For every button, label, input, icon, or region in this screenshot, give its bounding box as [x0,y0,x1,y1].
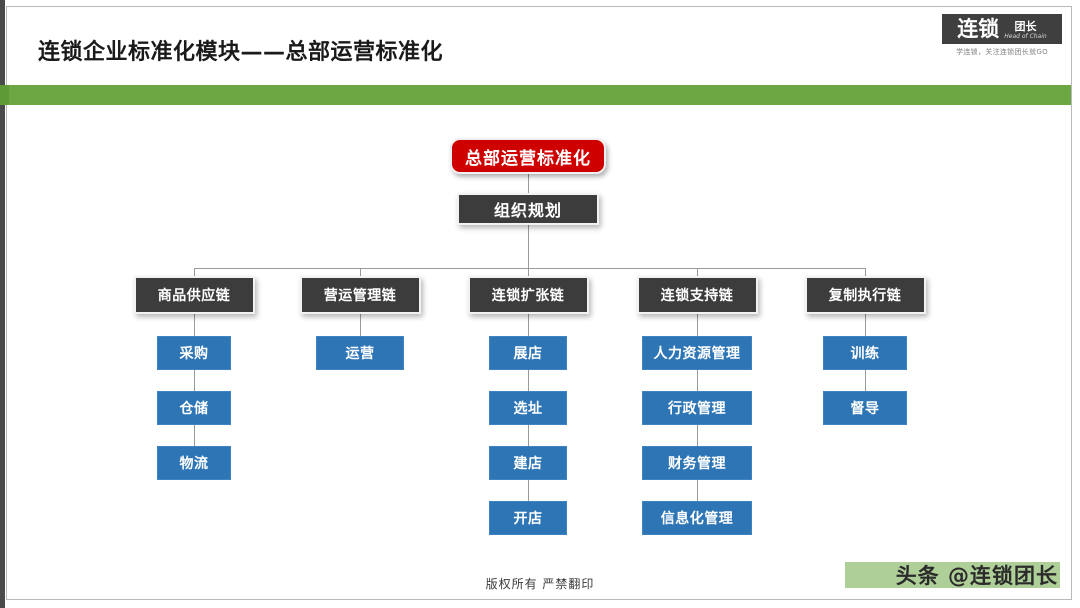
connector-root-to-subroot [528,174,529,193]
connector-leaf-4-1 [697,314,698,336]
node-chain-4: 连锁支持链 [636,276,758,314]
brand-logo: 连锁 团长 Head of Chain 学连锁，关注连锁团长就GO [942,14,1062,57]
connector-leaf-4-3 [697,425,698,446]
node-leaf-3-3: 建店 [489,446,567,480]
node-chain-3: 连锁扩张链 [467,276,589,314]
node-chain-2: 营运管理链 [299,276,421,314]
connector-subroot-stem [528,225,529,276]
connector-leaf-3-3 [528,425,529,446]
connector-leaf-3-1 [528,314,529,336]
node-leaf-4-1: 人力资源管理 [642,336,752,370]
connector-bus-to-chain-4 [697,268,698,276]
copyright-note: 版权所有 严禁翻印 [485,577,595,591]
node-leaf-2-1: 运营 [316,336,404,370]
connector-leaf-4-2 [697,370,698,391]
node-root: 总部运营标准化 [450,138,606,174]
node-leaf-3-4: 开店 [489,501,567,535]
logo-side-group: 团长 Head of Chain [1004,19,1047,40]
connector-leaf-5-1 [865,314,866,336]
node-org-planning: 组织规划 [457,193,599,225]
connector-bus-to-chain-1 [194,268,195,276]
logo-box: 连锁 团长 Head of Chain [942,14,1062,44]
connector-leaf-1-1 [194,314,195,336]
connector-bus-to-chain-5 [865,268,866,276]
watermark-background [845,562,1060,588]
node-leaf-1-2: 仓储 [157,391,231,425]
node-chain-1: 商品供应链 [133,276,255,314]
left-accent-bar [0,0,5,608]
node-chain-5: 复制执行链 [804,276,926,314]
header-green-divider-cap [0,85,9,105]
node-leaf-3-1: 展店 [489,336,567,370]
header-green-divider [7,85,1071,105]
slide-header: 连锁企业标准化模块——总部运营标准化 [7,7,1071,85]
node-leaf-5-2: 督导 [823,391,907,425]
node-leaf-5-1: 训练 [823,336,907,370]
connector-leaf-5-2 [865,370,866,391]
connector-leaf-3-4 [528,480,529,501]
watermark-label: 头条 @连锁团长 [895,564,1058,588]
connector-bus-to-chain-3 [528,268,529,276]
org-chart: 总部运营标准化组织规划商品供应链采购仓储物流 营运管理链运营 连锁扩张链展店选址建店… [7,105,1071,600]
node-leaf-3-2: 选址 [489,391,567,425]
connector-bus-to-chain-2 [360,268,361,276]
logo-sub-text: 团长 [1014,19,1037,33]
logo-tagline: 学连锁，关注连锁团长就GO [956,48,1048,56]
node-leaf-4-3: 财务管理 [642,446,752,480]
connector-leaf-2-1 [360,314,361,336]
node-leaf-4-2: 行政管理 [642,391,752,425]
node-leaf-1-3: 物流 [157,446,231,480]
connector-leaf-1-2 [194,370,195,391]
logo-english-text: Head of Chain [1004,32,1047,40]
connector-leaf-3-2 [528,370,529,391]
page-title: 连锁企业标准化模块——总部运营标准化 [38,40,444,65]
logo-main-text: 连锁 [957,17,1000,41]
node-leaf-1-1: 采购 [157,336,231,370]
connector-horizontal-bus [194,268,865,269]
connector-leaf-1-3 [194,425,195,446]
node-leaf-4-4: 信息化管理 [642,501,752,535]
connector-leaf-4-4 [697,480,698,501]
